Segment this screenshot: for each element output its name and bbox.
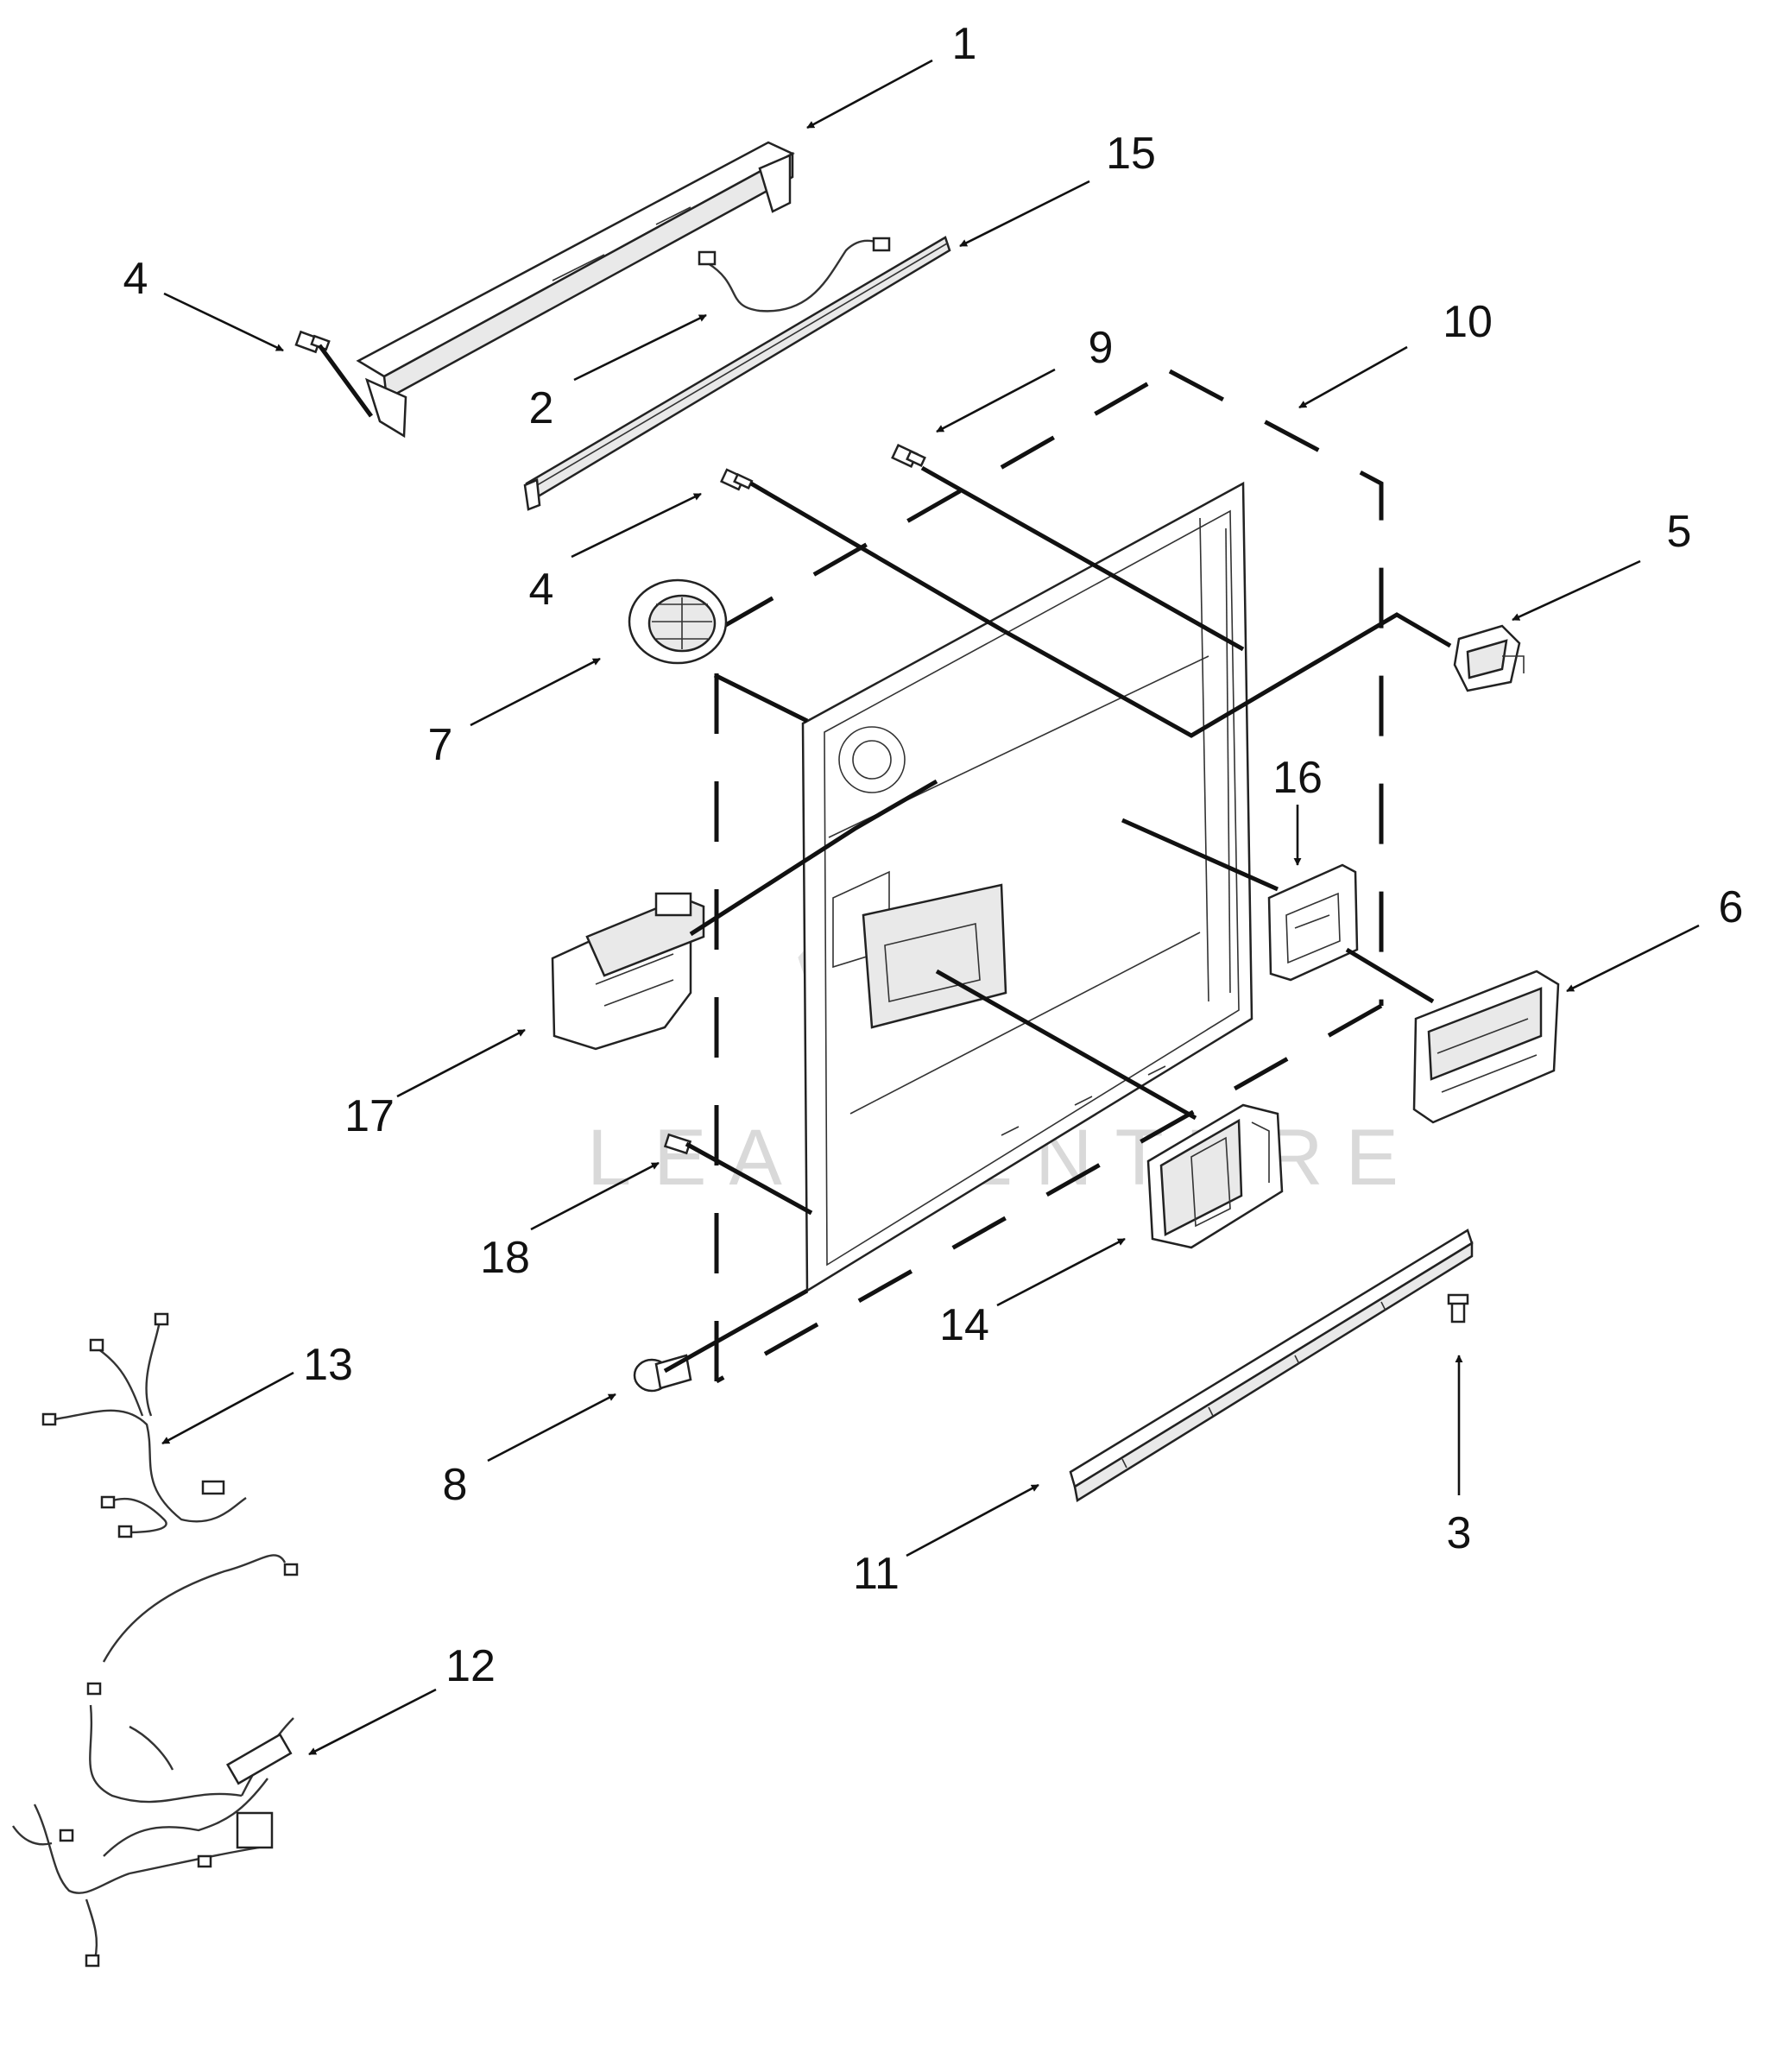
callout-4-middle: 4 [529, 565, 554, 615]
callout-2: 2 [529, 383, 554, 433]
part-9-screw [891, 444, 926, 468]
part-5-door-latch [1453, 624, 1525, 692]
callout-5: 5 [1667, 507, 1692, 557]
callout-11: 11 [853, 1549, 900, 1599]
callout-9: 9 [1089, 323, 1114, 373]
part-4-screw-upper [294, 330, 331, 354]
part-17-dispenser [551, 892, 705, 1051]
part-6-control-module [1412, 970, 1560, 1124]
part-3-screw [1447, 1293, 1469, 1323]
callout-12: 12 [445, 1641, 496, 1691]
part-2-wire-harness [698, 237, 891, 313]
callout-17: 17 [344, 1091, 395, 1141]
callout-8: 8 [443, 1460, 468, 1510]
connection-lines [317, 344, 1452, 1374]
callout-18: 18 [480, 1233, 530, 1283]
callout-7: 7 [428, 720, 453, 770]
part-12-main-wire-harness [12, 1554, 299, 1968]
callout-6: 6 [1719, 882, 1744, 932]
leader-arrows [161, 59, 1700, 1756]
part-13-wire-harness [41, 1312, 247, 1538]
callout-labels: 1 15 4 2 9 10 4 5 7 16 6 17 18 14 13 8 3… [123, 19, 1744, 1691]
callout-14: 14 [939, 1300, 989, 1350]
callout-13: 13 [303, 1340, 353, 1390]
part-1-top-console-trim [356, 141, 795, 439]
callout-10: 10 [1443, 297, 1493, 347]
door-panel-outline [714, 369, 1384, 1384]
part-15-gasket-strip [523, 236, 951, 511]
callout-15: 15 [1106, 129, 1156, 179]
callout-1: 1 [952, 19, 977, 69]
part-4-screw-middle [719, 468, 754, 491]
part-11-bottom-trim [1069, 1229, 1474, 1503]
part-7-vent [628, 578, 728, 665]
part-14-control-panel [1146, 1103, 1284, 1249]
callout-3: 3 [1447, 1508, 1472, 1558]
callout-16: 16 [1272, 753, 1323, 803]
callout-4-upper: 4 [123, 254, 148, 304]
part-16-bracket [1267, 863, 1359, 982]
part-8-bushing [633, 1354, 692, 1393]
